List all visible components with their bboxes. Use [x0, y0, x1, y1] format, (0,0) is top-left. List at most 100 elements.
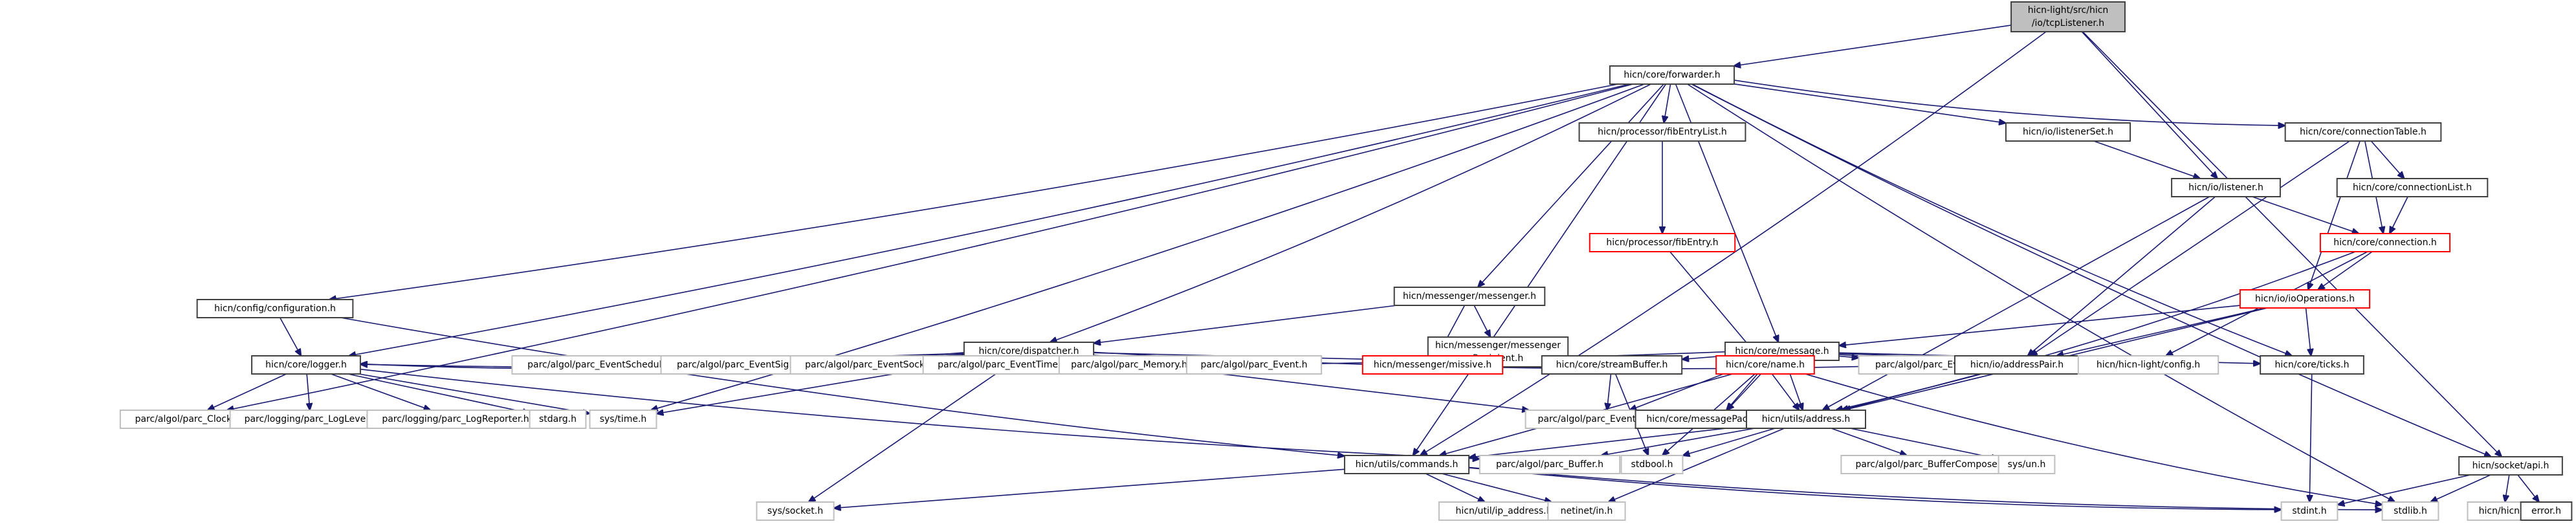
edge-logger-to-stdarg — [347, 373, 530, 413]
node-sysun[interactable]: sys/un.h — [1998, 455, 2056, 474]
node-logger[interactable]: hicn/core/logger.h — [251, 355, 361, 375]
edge-name-to-msgPacketType — [1726, 373, 1758, 410]
node-address[interactable]: hicn/utils/address.h — [1746, 410, 1866, 429]
edge-forwarder-to-fibEntryList — [1664, 83, 1671, 123]
node-hlconfig[interactable]: hicn/hicn-light/config.h — [2077, 355, 2219, 375]
edge-configuration-to-logger — [280, 317, 302, 356]
node-syssocket[interactable]: sys/socket.h — [756, 501, 835, 521]
node-stdint[interactable]: stdint.h — [2280, 501, 2339, 521]
node-box — [2010, 1, 2126, 32]
edge-connectionTable-to-connectionList — [2370, 140, 2404, 179]
edge-connectionList-to-connection — [2390, 196, 2408, 234]
edge-addressPair-to-address — [1841, 373, 1982, 410]
edge-logger-to-logLevel — [307, 373, 310, 410]
node-label: hicn/core/dispatcher.h — [978, 346, 1079, 356]
node-box — [1479, 455, 1621, 474]
node-systime[interactable]: sys/time.h — [589, 410, 657, 429]
node-label: hicn/io/listenerSet.h — [2023, 127, 2113, 137]
node-label: hicn-light/src/hicn — [2028, 5, 2109, 16]
edge-forwarder-to-logger — [349, 83, 1630, 356]
node-box — [1393, 287, 1546, 306]
node-box — [756, 501, 835, 521]
node-label: hicn/processor/fibEntry.h — [1606, 237, 1718, 248]
node-tcp-listener[interactable]: hicn-light/src/hicn/io/tcpListener.h — [2010, 1, 2126, 32]
node-stream-buffer[interactable]: hicn/core/streamBuffer.h — [1541, 355, 1683, 375]
node-label: hicn/core/streamBuffer.h — [1556, 360, 1668, 370]
node-label: hicn/utils/commands.h — [1356, 459, 1459, 470]
edge-address-to-commands — [1469, 425, 1747, 457]
node-box — [1343, 455, 1470, 474]
node-box — [1609, 65, 1735, 85]
node-address-pair[interactable]: hicn/io/addressPair.h — [1954, 355, 2080, 375]
node-memory[interactable]: parc/algol/parc_Memory.h — [1058, 355, 1200, 375]
edge-logger-to-buffer — [360, 368, 1480, 459]
node-configuration[interactable]: hicn/config/configuration.h — [196, 299, 354, 318]
node-box — [2319, 233, 2451, 252]
node-errorh[interactable]: error.h — [2520, 501, 2573, 521]
node-io-operations[interactable]: hicn/io/ioOperations.h — [2239, 289, 2371, 309]
edge-logger-to-clock — [208, 373, 287, 410]
edge-ioOperations-to-message — [1839, 305, 2240, 345]
node-box — [2458, 456, 2563, 476]
node-box — [529, 410, 587, 429]
edge-messenger-to-messengerRecipient — [1473, 305, 1490, 337]
node-connection-table[interactable]: hicn/core/connectionTable.h — [2284, 122, 2442, 142]
node-box — [2077, 355, 2219, 375]
edge-configuration-to-commands — [340, 317, 1345, 456]
node-messenger[interactable]: hicn/messenger/messenger.h — [1393, 287, 1546, 306]
node-forwarder[interactable]: hicn/core/forwarder.h — [1609, 65, 1735, 85]
node-label: sys/un.h — [2008, 459, 2046, 470]
node-netinet[interactable]: netinet/in.h — [1547, 501, 1626, 521]
edge-socketapi-to-hicnh — [2505, 474, 2510, 502]
node-buffer[interactable]: parc/algol/parc_Buffer.h — [1479, 455, 1621, 474]
node-log-level[interactable]: parc/logging/parc_LogLevel.h — [229, 410, 392, 429]
node-label: hicn/core/forwarder.h — [1624, 70, 1720, 80]
node-missive[interactable]: hicn/messenger/missive.h — [1361, 355, 1504, 375]
edge-socketapi-to-stdlib — [2430, 474, 2491, 502]
node-box — [1541, 355, 1683, 375]
edge-address-to-netinet — [1608, 428, 1785, 502]
node-fib-entry[interactable]: hicn/processor/fibEntry.h — [1589, 233, 1736, 252]
node-label: parc/algol/parc_EventSignal.h — [677, 360, 811, 370]
node-label: parc/logging/parc_LogReporter.h — [382, 414, 529, 424]
edge-logger-to-systime — [358, 373, 590, 413]
node-box — [2005, 122, 2131, 142]
edge-address-to-bufComposer — [1831, 428, 1907, 455]
node-box — [1578, 122, 1746, 142]
node-ticks[interactable]: hicn/core/ticks.h — [2260, 355, 2364, 375]
node-listener[interactable]: hicn/io/listener.h — [2171, 178, 2281, 197]
node-listener-set[interactable]: hicn/io/listenerSet.h — [2005, 122, 2131, 142]
node-stdbool[interactable]: stdbool.h — [1620, 455, 1684, 474]
node-socketapi[interactable]: hicn/socket/api.h — [2458, 456, 2563, 476]
edge-logger-to-logReporter — [331, 373, 431, 410]
node-connection[interactable]: hicn/core/connection.h — [2319, 233, 2451, 252]
node-buf-composer[interactable]: parc/algol/parc_BufferComposer.h — [1840, 455, 2024, 474]
node-connection-list[interactable]: hicn/core/connectionList.h — [2336, 178, 2489, 197]
node-log-reporter[interactable]: parc/logging/parc_LogReporter.h — [366, 410, 545, 429]
node-box — [1840, 455, 2024, 474]
node-stdarg[interactable]: stdarg.h — [529, 410, 587, 429]
node-stdlib[interactable]: stdlib.h — [2381, 501, 2439, 521]
edge-forwarder-to-listenerSet — [1734, 83, 2006, 123]
edge-commands-to-stdint — [1468, 467, 2282, 510]
nodes-layer: hicn-light/src/hicn/io/tcpListener.hhicn… — [119, 1, 2573, 521]
edge-forwarder-to-messenger — [1478, 83, 1664, 287]
edge-messenger-to-dispatcher — [1094, 305, 1397, 344]
node-fib-entry-list[interactable]: hicn/processor/fibEntryList.h — [1578, 122, 1746, 142]
edge-streamBuffer-to-evQueue — [1607, 373, 1612, 410]
edge-tcpListener-to-listener — [2081, 31, 2218, 179]
edge-commands-to-syssocket — [834, 468, 1345, 508]
node-label: stdarg.h — [539, 414, 577, 424]
node-name[interactable]: hicn/core/name.h — [1715, 355, 1815, 375]
node-label: stdint.h — [2292, 506, 2326, 516]
node-box — [2239, 289, 2371, 309]
node-label: parc/algol/parc_Event.h — [1201, 360, 1308, 370]
edge-tcpListener-to-forwarder — [1734, 25, 2012, 66]
node-event[interactable]: parc/algol/parc_Event.h — [1185, 355, 1323, 375]
node-label: parc/algol/parc_BufferComposer.h — [1855, 459, 2009, 470]
node-label: hicn/util/ip_address.h — [1455, 506, 1552, 516]
edge-connectionTable-to-addressPair — [2031, 140, 2350, 356]
node-commands[interactable]: hicn/utils/commands.h — [1343, 455, 1470, 474]
node-box — [1998, 455, 2056, 474]
